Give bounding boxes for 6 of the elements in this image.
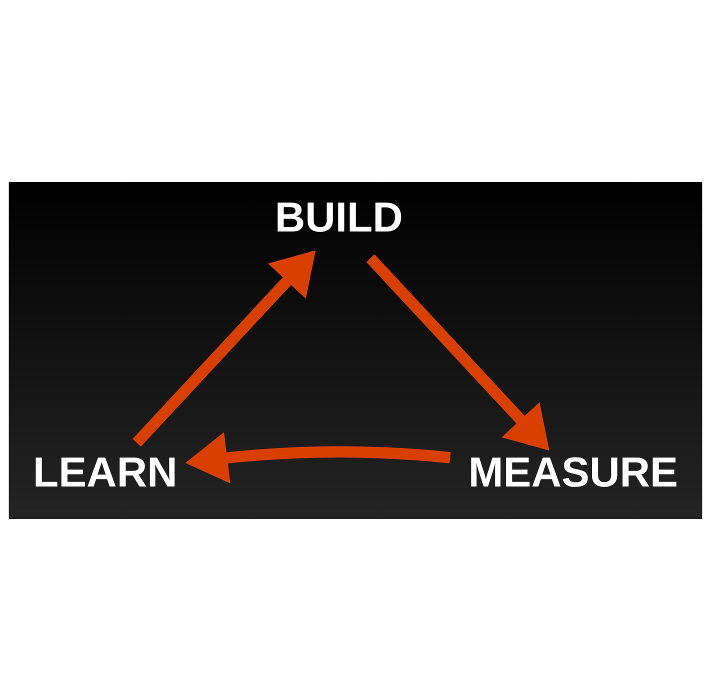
arrow: [366, 254, 550, 450]
arrow: [185, 432, 451, 483]
arrow: [132, 250, 316, 446]
node-text: MEASURE: [468, 448, 678, 495]
node-text: BUILD: [274, 193, 403, 240]
node-text: LEARN: [33, 448, 178, 495]
